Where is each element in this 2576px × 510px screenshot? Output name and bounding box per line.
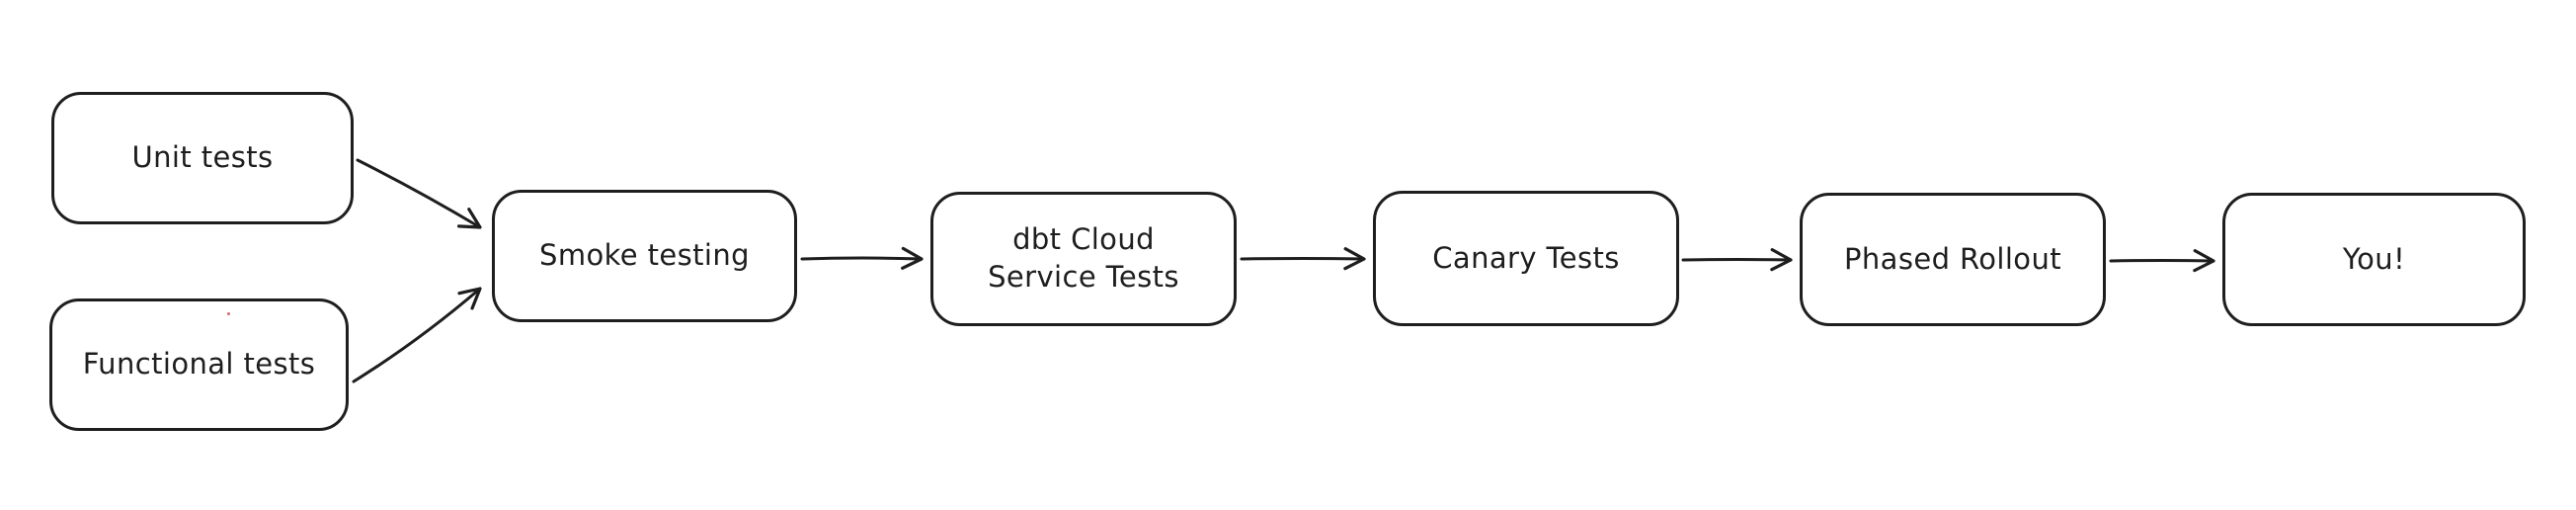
red-pixel-artifact — [227, 312, 230, 315]
node-label: dbt Cloud Service Tests — [988, 222, 1179, 294]
arrow-phased-rollout-to-you — [2109, 249, 2215, 273]
node-label: Phased Rollout — [1843, 241, 2061, 276]
node-phased-rollout: Phased Rollout — [1800, 193, 2106, 326]
node-you: You! — [2222, 193, 2526, 326]
node-label: Functional tests — [82, 347, 316, 382]
node-label: You! — [2342, 241, 2406, 276]
node-unit-tests: Unit tests — [51, 92, 354, 224]
arrow-canary-tests-to-phased-rollout — [1681, 248, 1793, 272]
arrow-smoke-testing-to-dbt-cloud-service-tests — [800, 246, 924, 270]
node-smoke-testing: Smoke testing — [492, 190, 797, 322]
node-label: Unit tests — [131, 140, 274, 175]
arrow-unit-tests-to-smoke-testing — [356, 158, 482, 229]
node-dbt-cloud-service-tests: dbt Cloud Service Tests — [930, 192, 1237, 326]
arrow-functional-tests-to-smoke-testing — [352, 287, 482, 383]
node-label: Smoke testing — [539, 238, 750, 273]
arrow-dbt-cloud-service-tests-to-canary-tests — [1240, 247, 1366, 271]
node-canary-tests: Canary Tests — [1373, 191, 1679, 326]
node-functional-tests: Functional tests — [49, 298, 349, 431]
node-label: Canary Tests — [1432, 240, 1620, 275]
